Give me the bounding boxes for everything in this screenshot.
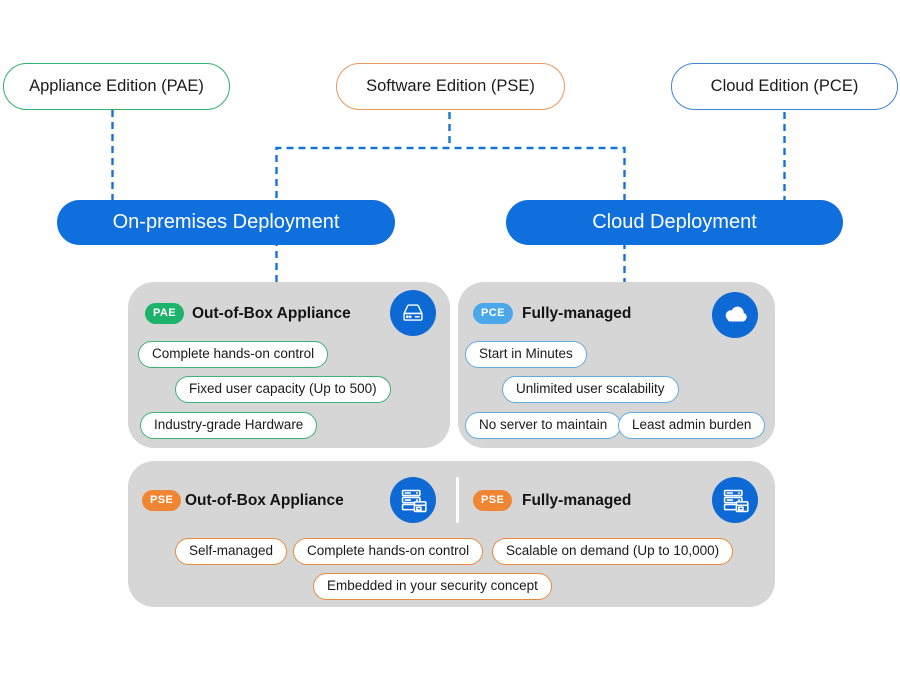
deployment-pill-onprem-label: On-premises Deployment <box>112 211 340 233</box>
deployment-pill-onprem: On-premises Deployment <box>57 200 395 245</box>
server-stack-icon <box>712 477 758 523</box>
edition-pill-pae: Appliance Edition (PAE) <box>3 63 230 110</box>
card-pae-title: Out-of-Box Appliance <box>192 305 351 322</box>
feature-pill: Complete hands-on control <box>293 538 484 565</box>
card-pse-right-title: Fully-managed <box>522 492 632 509</box>
card-pse-left-title: Out-of-Box Appliance <box>185 492 344 509</box>
card-divider <box>456 477 459 523</box>
deployment-pill-cloud: Cloud Deployment <box>506 200 843 245</box>
feature-pill: Industry-grade Hardware <box>140 412 318 439</box>
card-pae-appliance: PAE Out-of-Box Appliance Complete hands-… <box>128 282 450 448</box>
feature-pill: Complete hands-on control <box>138 341 329 368</box>
cloud-icon <box>712 292 758 338</box>
badge-pce: PCE <box>473 303 513 324</box>
edition-pill-pce-label: Cloud Edition (PCE) <box>710 77 859 95</box>
edition-pill-pae-label: Appliance Edition (PAE) <box>29 77 204 95</box>
feature-pill: No server to maintain <box>465 412 622 439</box>
feature-pill: Unlimited user scalability <box>502 376 679 403</box>
feature-pill: Start in Minutes <box>465 341 587 368</box>
feature-pill: Self-managed <box>175 538 288 565</box>
feature-pill: Scalable on demand (Up to 10,000) <box>492 538 734 565</box>
card-pce-title: Fully-managed <box>522 305 632 322</box>
badge-pae: PAE <box>145 303 185 324</box>
server-stack-icon <box>390 477 436 523</box>
appliance-icon <box>390 290 436 336</box>
feature-pill: Embedded in your security concept <box>313 573 552 600</box>
deployment-pill-cloud-label: Cloud Deployment <box>592 211 757 233</box>
feature-pill: Least admin burden <box>618 412 766 439</box>
card-pce-fully-managed: PCE Fully-managed Start in Minutes Unlim… <box>458 282 775 448</box>
badge-pse-left: PSE <box>142 490 182 511</box>
badge-pse-right: PSE <box>473 490 513 511</box>
edition-pill-pse: Software Edition (PSE) <box>336 63 565 110</box>
card-pse: PSE Out-of-Box Appliance PSE Fully-manag… <box>128 461 775 607</box>
edition-pill-pce: Cloud Edition (PCE) <box>671 63 898 110</box>
edition-pill-pse-label: Software Edition (PSE) <box>366 77 535 95</box>
feature-pill: Fixed user capacity (Up to 500) <box>175 376 391 403</box>
